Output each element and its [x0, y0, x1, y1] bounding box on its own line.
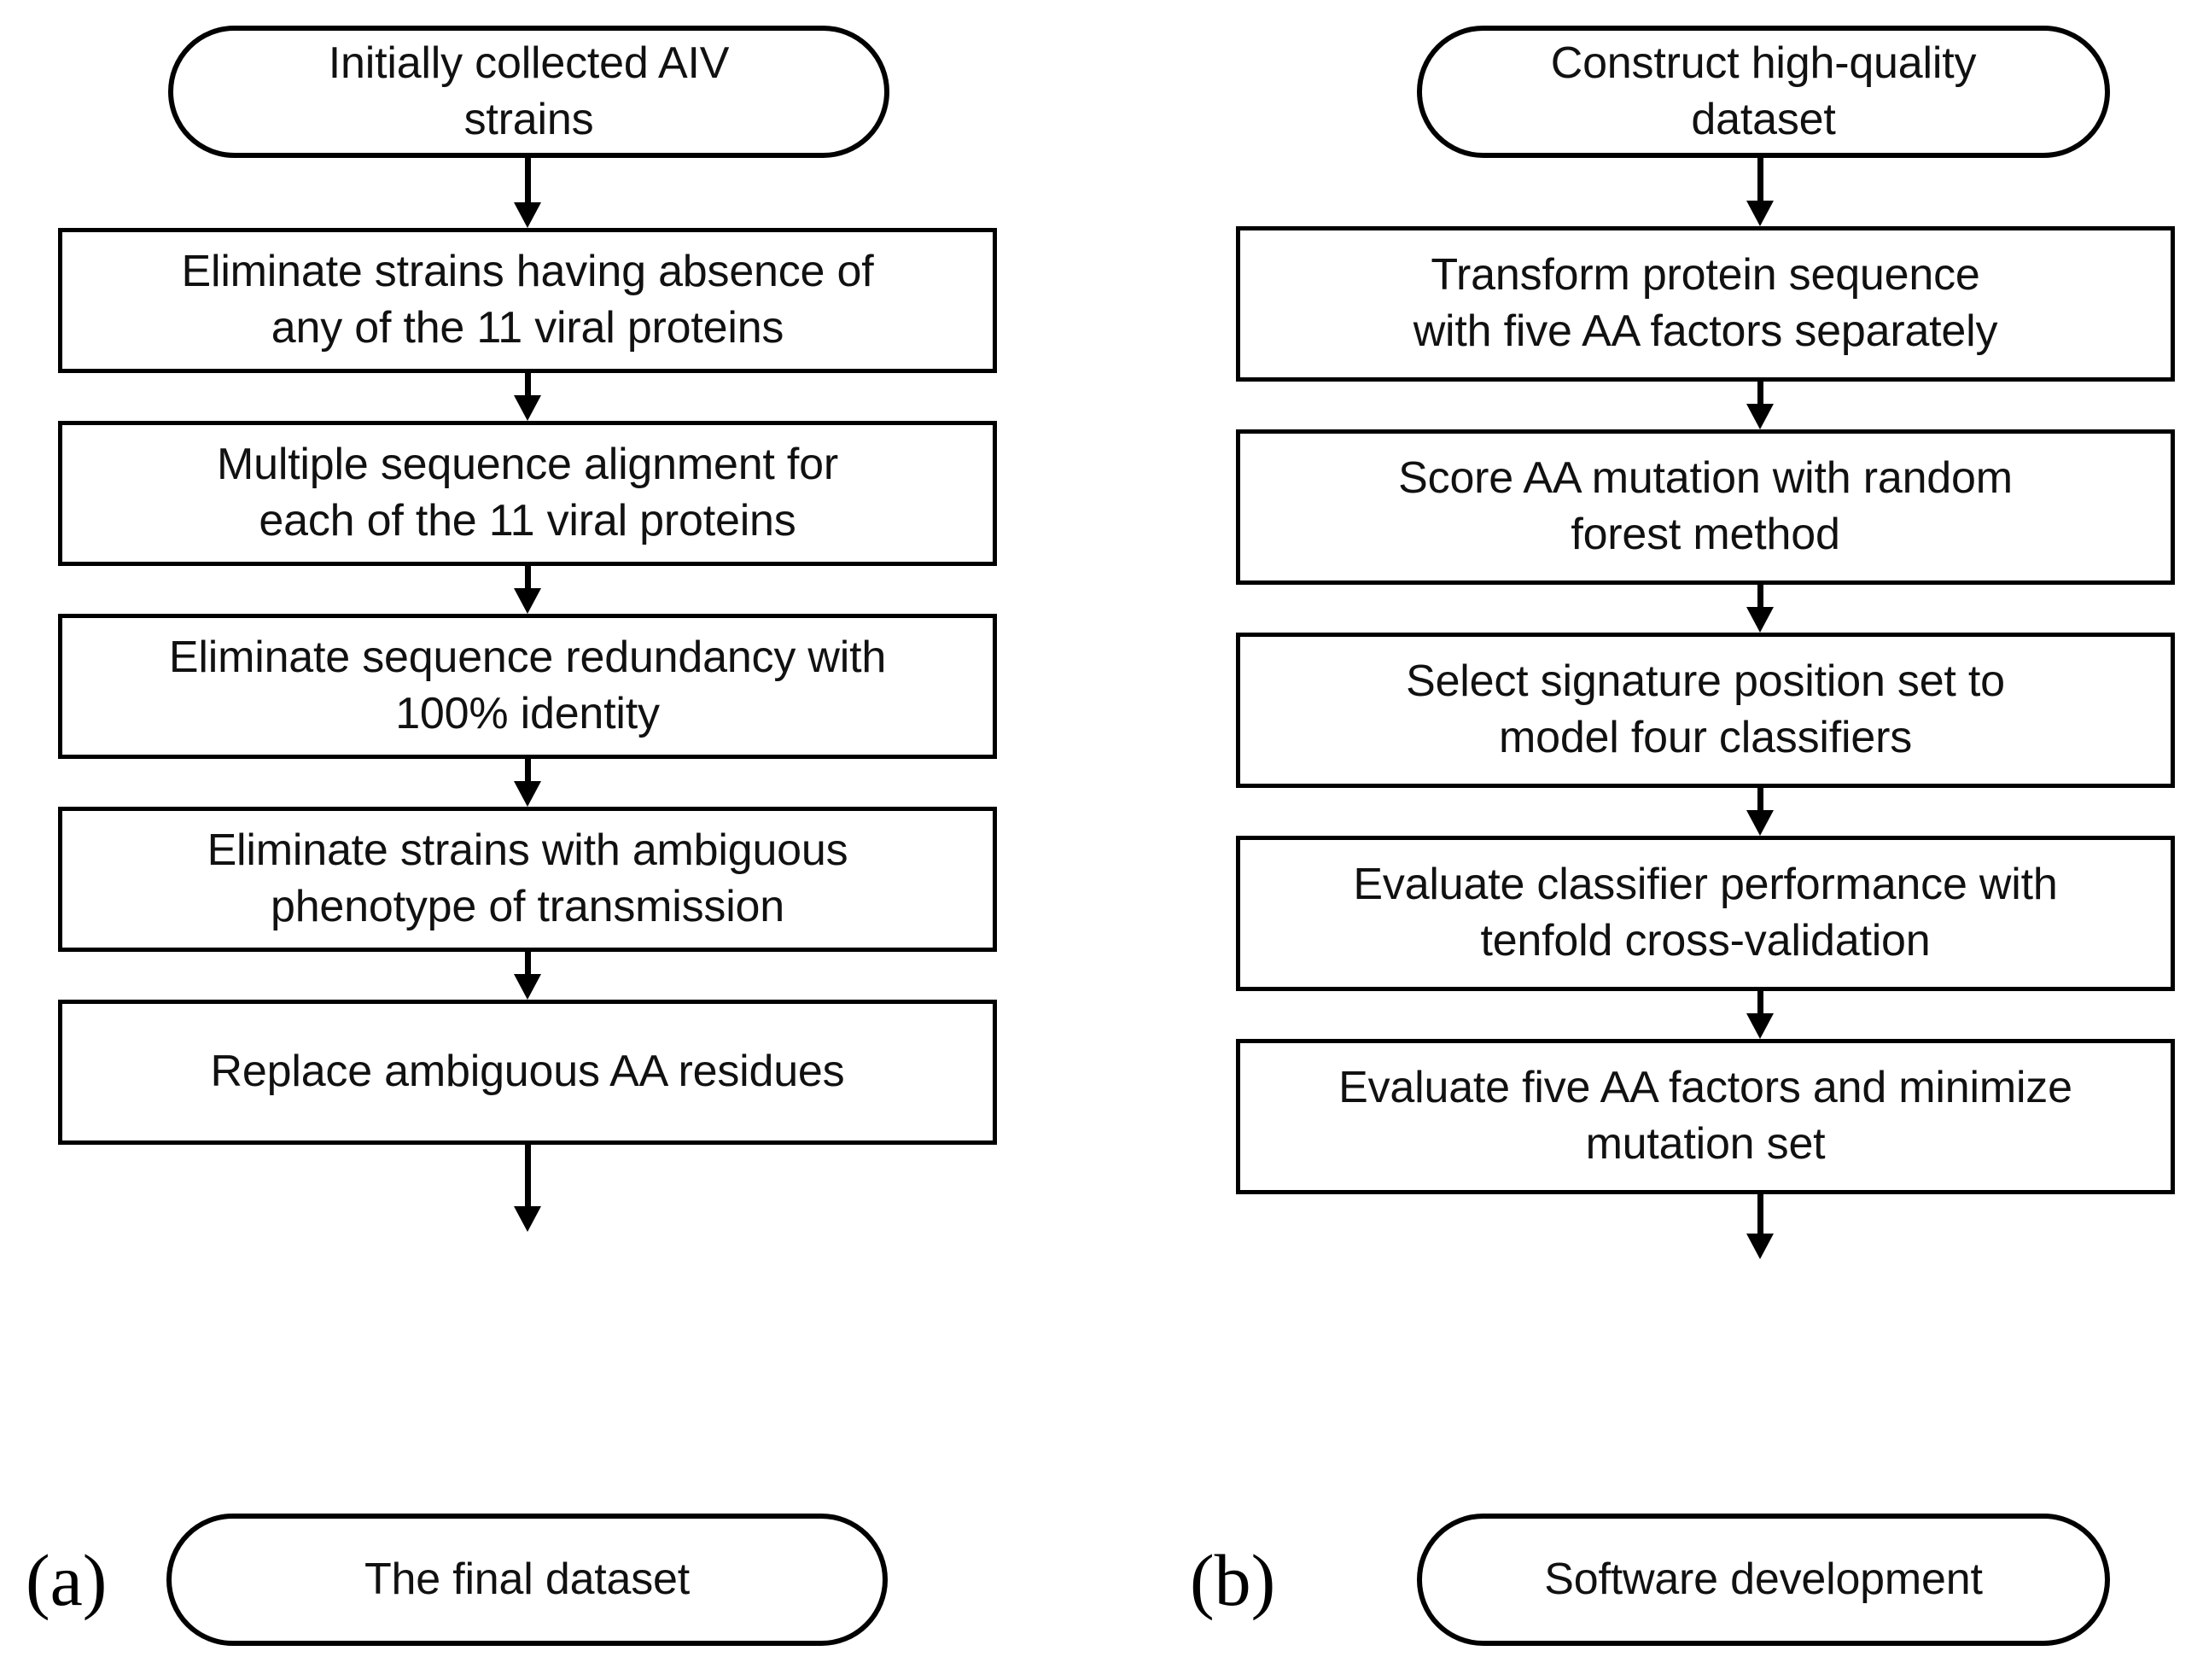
panel-b: Construct high-quality dataset Transform…: [1104, 0, 2209, 1680]
edge-a2-a3: [514, 373, 541, 421]
node-b4-process[interactable]: Select signature position set to model f…: [1236, 633, 2175, 788]
edge-stem: [1757, 788, 1763, 814]
edge-a1-a2: [514, 158, 541, 228]
arrowhead-icon: [514, 1206, 541, 1232]
edge-stem: [525, 566, 531, 592]
node-b3-label: Score AA mutation with random forest met…: [1398, 453, 2013, 559]
arrowhead-icon: [1746, 1013, 1774, 1039]
node-b1-terminal[interactable]: Construct high-quality dataset: [1417, 26, 2110, 158]
edge-stem: [525, 1145, 531, 1210]
node-a5-label: Eliminate strains with ambiguous phenoty…: [207, 825, 848, 931]
edge-b5-b6: [1746, 991, 1774, 1039]
node-a2-label: Eliminate strains having absence of any …: [181, 247, 874, 353]
node-a1-terminal[interactable]: Initially collected AIV strains: [168, 26, 889, 158]
node-a5-process[interactable]: Eliminate strains with ambiguous phenoty…: [58, 807, 997, 952]
node-b1-label: Construct high-quality dataset: [1550, 38, 1977, 144]
panel-a-caption: (a): [26, 1539, 108, 1621]
node-a4-label: Eliminate sequence redundancy with 100% …: [168, 633, 887, 738]
node-b5-process[interactable]: Evaluate classifier performance with ten…: [1236, 836, 2175, 991]
node-a3-label: Multiple sequence alignment for each of …: [217, 440, 838, 545]
edge-stem: [1757, 1194, 1763, 1237]
edge-a6-a7: [514, 1145, 541, 1234]
node-b6-process[interactable]: Evaluate five AA factors and minimize mu…: [1236, 1039, 2175, 1194]
node-b2-process[interactable]: Transform protein sequence with five AA …: [1236, 226, 2175, 382]
arrowhead-icon: [514, 202, 541, 228]
node-b6-label: Evaluate five AA factors and minimize mu…: [1338, 1063, 2072, 1169]
edge-a3-a4: [514, 566, 541, 614]
edge-stem: [525, 952, 531, 977]
arrowhead-icon: [514, 974, 541, 1000]
edge-stem: [525, 373, 531, 399]
node-b7-label: Software development: [1544, 1554, 1983, 1604]
edge-b1-b2: [1746, 158, 1774, 226]
arrowhead-icon: [1746, 810, 1774, 836]
node-b5-label: Evaluate classifier performance with ten…: [1353, 860, 2058, 965]
arrowhead-icon: [514, 588, 541, 614]
node-a6-process[interactable]: Replace ambiguous AA residues: [58, 1000, 997, 1145]
edge-b3-b4: [1746, 585, 1774, 633]
edge-stem: [525, 158, 531, 206]
edge-stem: [1757, 991, 1763, 1017]
edge-b4-b5: [1746, 788, 1774, 836]
edge-b6-b7: [1746, 1194, 1774, 1259]
edge-a4-a5: [514, 759, 541, 807]
node-a4-process[interactable]: Eliminate sequence redundancy with 100% …: [58, 614, 997, 759]
arrowhead-icon: [1746, 1234, 1774, 1259]
panel-a: Initially collected AIV strains Eliminat…: [0, 0, 1104, 1680]
edge-b2-b3: [1746, 382, 1774, 429]
edge-stem: [1757, 158, 1763, 204]
arrowhead-icon: [514, 395, 541, 421]
arrowhead-icon: [1746, 404, 1774, 429]
arrowhead-icon: [1746, 607, 1774, 633]
node-a1-label: Initially collected AIV strains: [328, 38, 730, 144]
node-a7-label: The final dataset: [364, 1554, 691, 1604]
node-a3-process[interactable]: Multiple sequence alignment for each of …: [58, 421, 997, 566]
arrowhead-icon: [1746, 201, 1774, 226]
node-b4-label: Select signature position set to model f…: [1406, 656, 2005, 762]
node-b7-terminal[interactable]: Software development: [1417, 1514, 2110, 1646]
arrowhead-icon: [514, 781, 541, 807]
edge-stem: [1757, 382, 1763, 407]
node-a6-label: Replace ambiguous AA residues: [210, 1047, 845, 1097]
node-a7-terminal[interactable]: The final dataset: [166, 1514, 888, 1646]
edge-stem: [1757, 585, 1763, 610]
node-a2-process[interactable]: Eliminate strains having absence of any …: [58, 228, 997, 373]
edge-stem: [525, 759, 531, 785]
edge-a5-a6: [514, 952, 541, 1000]
node-b3-process[interactable]: Score AA mutation with random forest met…: [1236, 429, 2175, 585]
node-b2-label: Transform protein sequence with five AA …: [1413, 250, 1998, 356]
panel-b-caption: (b): [1190, 1539, 1276, 1621]
